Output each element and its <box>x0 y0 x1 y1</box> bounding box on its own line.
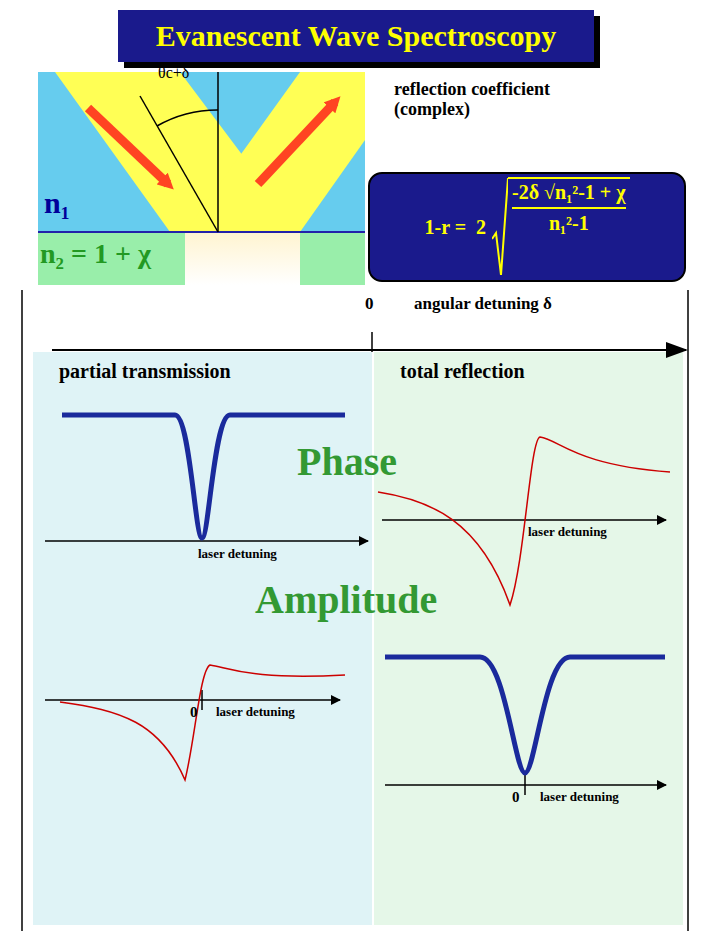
row-heading: Phase <box>297 438 397 485</box>
formula-row: 1-r = 2 -2δ √n₁²-1 + χ n₁²-1 <box>424 177 629 277</box>
medium-label: n₁ <box>44 186 70 220</box>
axis-label: laser detuning <box>198 546 277 562</box>
axis-tick: 0 <box>512 789 520 806</box>
numerator: -2δ √n₁²-1 + χ <box>512 181 625 204</box>
callout: reflection coefficient (complex) <box>394 80 624 120</box>
medium-label: n₂ = 1 + χ <box>40 238 151 270</box>
axis-label: laser detuning <box>216 704 295 720</box>
axis-tick: 0 <box>190 704 198 721</box>
axis-label: angular detuning δ <box>414 294 552 314</box>
radical: -2δ √n₁²-1 + χ n₁²-1 <box>492 177 629 277</box>
fraction-bar <box>512 207 625 209</box>
title: Evanescent Wave Spectroscopy <box>156 19 557 53</box>
title-box: Evanescent Wave Spectroscopy <box>118 10 594 62</box>
axis-tick: 0 <box>365 294 374 314</box>
radical-sign <box>492 177 508 277</box>
axis-label: laser detuning <box>540 789 619 805</box>
panel-heading: partial transmission <box>59 360 231 383</box>
panel-region: total reflection <box>374 352 683 925</box>
angle-label: θc+δ <box>158 64 189 82</box>
denominator: n₁²-1 <box>549 212 589 235</box>
axis-label: laser detuning <box>528 524 607 540</box>
panel-heading: total reflection <box>400 360 525 383</box>
panel-region: partial transmission <box>33 352 372 925</box>
row-heading: Amplitude <box>255 576 437 623</box>
formula-lhs: 1-r = 2 <box>424 216 486 239</box>
formula-box: 1-r = 2 -2δ √n₁²-1 + χ n₁²-1 <box>368 172 686 282</box>
fraction: -2δ √n₁²-1 + χ n₁²-1 <box>508 177 629 277</box>
